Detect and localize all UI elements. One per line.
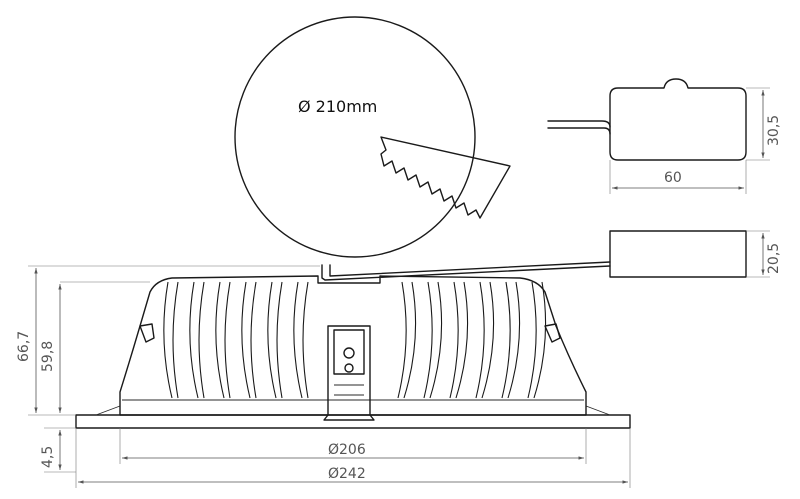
heatsink-fin-edge [455,281,469,399]
heatsink-fin [163,281,173,399]
driver-top-view: 30,5 60 [547,78,782,194]
heatsink-fin [293,281,303,399]
driver-side-box [609,230,747,278]
heatsink-fin-edge [429,281,443,399]
heatsink-fin-edge [250,281,257,399]
driver-side-height-label: 20,5 [766,243,782,274]
saw-blade [380,136,511,219]
heatsink-fin [527,281,537,399]
heatsink-fin [189,281,199,399]
total-height-label: 66,7 [16,331,32,362]
cutout-circle [234,16,476,258]
heatsink-fin [475,281,485,399]
driver-height-label: 30,5 [766,115,782,146]
heatsink-fin-edge [507,281,521,399]
heatsink-fin-edge [224,281,231,399]
driver-cable [547,120,611,128]
fixture-body [119,275,587,416]
flange-height-label: 4,5 [40,446,56,468]
heatsink-fin [423,281,433,399]
heatsink-fin [241,281,251,399]
heatsink-fin-edge [172,281,179,399]
heatsink-fin-edge [403,281,417,399]
right-clip [544,323,561,343]
downlight-fixture: 66,7 59,8 4,5 Ø206 Ø242 [16,265,631,488]
heatsink-fin [449,281,459,399]
heatsink-fin [501,281,511,399]
heatsink-fin [215,281,225,399]
driver-cable-lower [547,127,611,135]
heatsink-fin-edge [276,281,283,399]
heatsink-fin [397,281,407,399]
left-clip [139,323,155,343]
driver-width-label: 60 [664,170,682,186]
driver-side-cable [321,264,611,281]
heatsink-fin-edge [302,281,309,399]
heatsink-fins [163,281,547,399]
cutout-detail: Ø 210mm [234,16,511,258]
fixture-flange [75,414,631,429]
driver-side-view: 20,5 [321,230,782,281]
mounting-spring [323,325,375,421]
heatsink-fin-edge [481,281,495,399]
heatsink-fin-edge [198,281,205,399]
cutout-label: Ø 210mm [298,97,377,116]
body-height-label: 59,8 [40,341,56,372]
heatsink-fin [267,281,277,399]
heatsink-fin-edge [533,281,547,399]
driver-box [609,78,747,161]
outer-diameter-label: Ø242 [328,466,366,482]
inner-diameter-label: Ø206 [328,442,366,458]
